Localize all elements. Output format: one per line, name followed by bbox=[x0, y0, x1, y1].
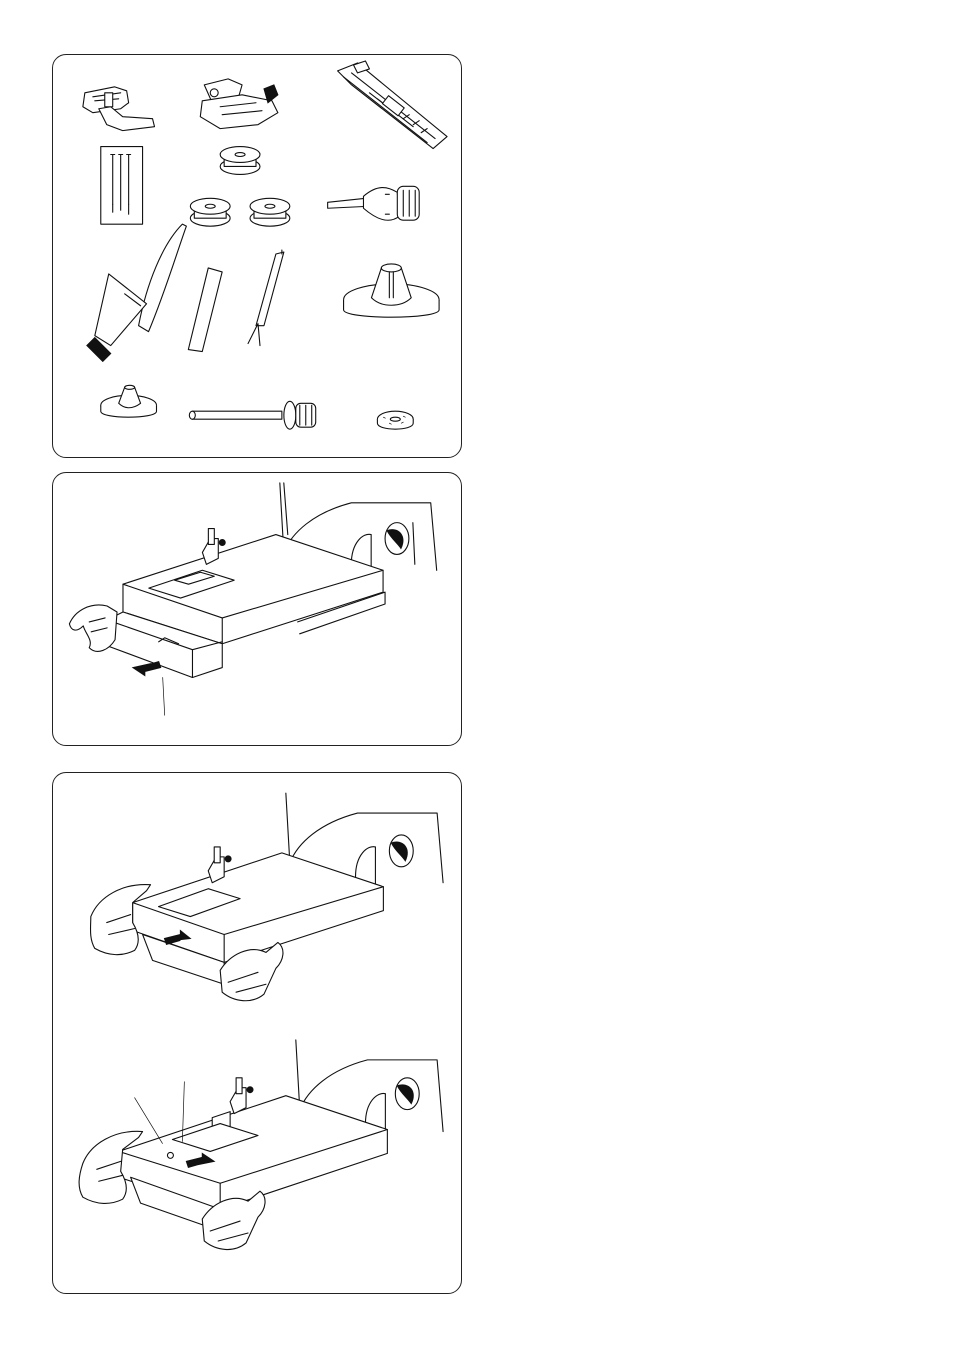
attach-extension-table-figure bbox=[52, 772, 462, 1294]
small-spool-holder bbox=[101, 385, 157, 417]
accessories-illustration bbox=[53, 55, 461, 457]
attach-step-2 bbox=[79, 1040, 443, 1250]
accessories-figure bbox=[52, 54, 462, 458]
attach-extension-table-illustration bbox=[53, 773, 461, 1293]
arrow-icon bbox=[133, 662, 161, 676]
buttonhole-foot bbox=[338, 61, 447, 149]
remove-extension-table-figure bbox=[52, 472, 462, 746]
blind-stitch-foot bbox=[200, 79, 278, 129]
screwdriver bbox=[328, 186, 420, 220]
large-spool-holder bbox=[344, 264, 440, 317]
zipper-foot bbox=[83, 87, 155, 131]
remove-extension-table-illustration bbox=[53, 473, 461, 745]
bobbins bbox=[190, 147, 290, 227]
attach-step-1 bbox=[90, 793, 443, 1001]
seam-ripper bbox=[188, 250, 284, 351]
felt-washer bbox=[377, 411, 413, 429]
needle-pack bbox=[101, 147, 143, 225]
spool-pin bbox=[189, 401, 315, 429]
lint-brush bbox=[87, 224, 187, 361]
